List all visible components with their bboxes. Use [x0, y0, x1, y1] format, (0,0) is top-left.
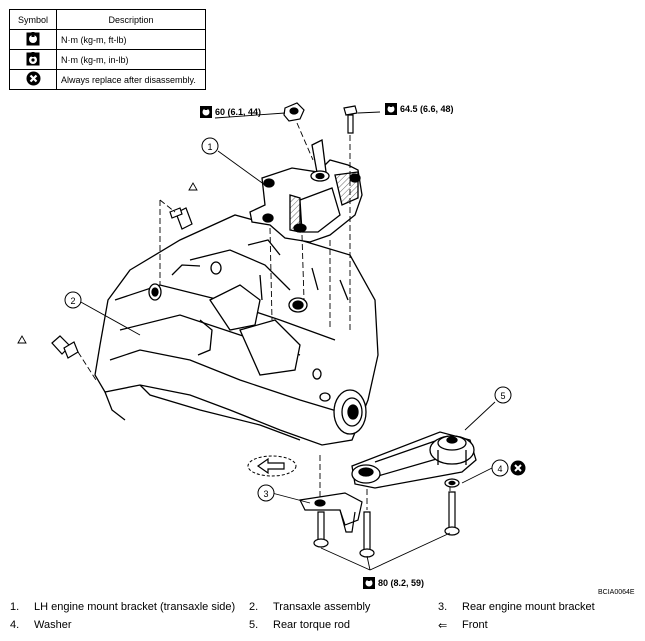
caption-item: 4. Washer [10, 619, 72, 631]
top-bolt [343, 105, 358, 134]
torque-wrench-icon [363, 577, 375, 589]
caption-text: Rear engine mount bracket [462, 601, 595, 613]
torque-label-top-bolt: 64.5 (6.6, 48) [400, 104, 454, 114]
svg-text:2: 2 [70, 296, 75, 306]
caption-number: 2. [249, 601, 259, 613]
transaxle-assembly [94, 214, 379, 446]
caption-number: 1. [10, 601, 20, 613]
symbol-legend-table: Symbol Description N·m (kg-m, ft-lb) N·m… [9, 9, 206, 90]
svg-text:3: 3 [263, 489, 268, 499]
caption-text: Front [462, 619, 488, 631]
leader-lines [78, 111, 496, 571]
torque-wrench-small-icon [26, 51, 40, 65]
rear-torque-rod [351, 431, 477, 489]
washer [444, 478, 460, 488]
caption-number: 4. [10, 619, 20, 631]
caption-item: 5. Rear torque rod [249, 619, 350, 631]
caption-number: 5. [249, 619, 259, 631]
caption-item: ⇐ Front [438, 619, 488, 632]
front-arrow-icon [247, 455, 297, 477]
caption-item: 3. Rear engine mount bracket [438, 601, 595, 613]
caption-text: LH engine mount bracket (transaxle side) [34, 601, 236, 613]
bottom-bolts [313, 491, 460, 558]
engine-mount-exploded-diagram: 1 2 3 4 5 [17, 102, 526, 589]
caption-item: 1. LH engine mount bracket (transaxle si… [10, 601, 235, 613]
callout-2: 2 [64, 291, 82, 309]
triangle-marker-upper [188, 182, 198, 191]
svg-text:4: 4 [497, 464, 502, 474]
caption-number: 3. [438, 601, 448, 613]
torque-wrench-icon [200, 106, 212, 118]
callout-1: 1 [201, 137, 219, 155]
caption-item: 2. Transaxle assembly [249, 601, 370, 613]
top-nut [283, 102, 305, 122]
side-bolt-upper [169, 207, 193, 230]
torque-label-bottom-bolts: 80 (8.2, 59) [378, 578, 425, 588]
replace-x-icon [510, 460, 526, 476]
caption-text: Rear torque rod [273, 619, 351, 631]
replace-x-icon [26, 71, 40, 86]
legend-row-3-description: Always replace after disassembly. [56, 69, 206, 90]
side-bolt-left [51, 335, 79, 359]
caption-front-arrow: ⇐ [438, 620, 448, 632]
caption-text: Washer [34, 619, 72, 631]
triangle-marker-left [17, 335, 27, 344]
callout-5: 5 [494, 386, 512, 404]
torque-wrench-icon [385, 103, 397, 115]
svg-text:1: 1 [207, 142, 212, 152]
figure-code: BCIA0064E [598, 589, 635, 596]
torque-wrench-icon [26, 31, 40, 45]
legend-row-1-symbol [9, 29, 57, 50]
alignment-lines [77, 122, 451, 510]
callout-3: 3 [257, 484, 275, 502]
rear-engine-mount-bracket [299, 492, 363, 533]
callout-4: 4 [491, 459, 509, 477]
torque-label-top-nut: 60 (6.1, 44) [215, 107, 262, 117]
svg-text:5: 5 [500, 391, 505, 401]
caption-text: Transaxle assembly [273, 601, 371, 613]
